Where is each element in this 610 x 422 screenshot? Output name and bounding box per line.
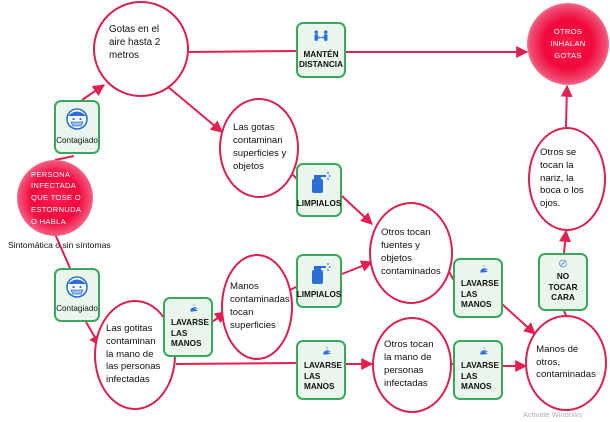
node-gotas-en-el-aire-label: Gotas en el aire hasta 2 metros [109,24,161,62]
social-distance-icon [314,30,328,41]
box-contagiado-top: Contagiado [54,100,100,154]
node-gotas-en-el-aire: Gotas en el aire hasta 2 metros [93,1,189,97]
watermark: Activate Windows [523,410,583,419]
box-contagiado-bottom: Contagiado [54,268,100,322]
box-lavarse-2: LAVARSE LAS MANOS [296,340,346,400]
edge-start-to-contagiado-bottom [54,233,71,269]
edge-manos-otros-to-no-tocar [563,310,567,316]
edge-start-to-contagiado-top [54,155,75,161]
node-otros-tocan-fuentes: Otros tocan fuentes y objetos contaminad… [369,202,453,304]
edge-no-tocar-to-otros-nariz [559,229,571,254]
node-otros-tocan-mano-label: Otros tocan la mano de personas infectad… [384,339,434,389]
edge-gotas-aire-to-manten [188,50,297,53]
edge-otros-nariz-to-end [560,84,573,128]
spray-bottle-icon [312,172,331,194]
node-manos-de-otros-label: Manos de otros, contaminadas [536,343,596,381]
box-lavarse-1: LAVARSE LAS MANOS [163,297,213,357]
hand-washing-icon [323,346,331,355]
edge-limpialos-2-to-otros-tocan-fuentes [341,260,374,275]
infected-face-icon [66,108,88,131]
box-contagiado-top-label: Contagiado [56,136,98,146]
hand-washing-icon [480,264,488,273]
box-contagiado-bottom-label: Contagiado [56,304,98,314]
box-lavarse-1-label: LAVARSE LAS MANOS [171,318,209,349]
spray-bottle-icon [312,263,331,285]
edge-gotas-aire-to-gotas-superficies [166,85,223,133]
node-gotas-contaminan-superficies-label: Las gotas contaminan superficies y objet… [233,122,287,172]
end-node-others-inhale: OTROS INHALAN GOTAS [527,3,609,85]
node-manos-de-otros: Manos de otros, contaminadas [525,315,607,411]
box-lavarse-3-label: LAVARSE LAS MANOS [461,279,499,310]
node-manos-contaminadas-label: Manos contaminadas tocan superficies [230,281,290,331]
end-node-label: OTROS INHALAN GOTAS [550,27,586,60]
box-no-tocar-cara-label: NO TOCAR CARA [548,272,578,303]
box-limpialos-2: LIMPIALOS [296,254,342,308]
edge-contagiado-top-to-gotas-aire [81,84,105,101]
node-gotas-contaminan-superficies: Las gotas contaminan superficies y objet… [219,98,299,198]
start-caption: Sintomática o sin síntomas [8,240,111,250]
node-otros-se-tocan-nariz: Otros se tocan la nariz, la boca o los o… [528,127,606,231]
hand-washing-icon [190,303,198,312]
no-touch-face-icon [559,259,567,268]
edge-gotitas-mano-to-lavarse-2 [175,362,299,365]
box-manten-distancia: MANTÉN DISTANCIA [296,22,346,78]
box-lavarse-2-label: LAVARSE LAS MANOS [304,361,342,392]
box-limpialos-1: LIMPIALOS [296,163,342,217]
box-lavarse-3: LAVARSE LAS MANOS [453,258,503,318]
edge-limpialos-1-to-otros-tocan-fuentes [341,195,373,225]
box-lavarse-4: LAVARSE LAS MANOS [453,340,503,400]
box-lavarse-4-label: LAVARSE LAS MANOS [461,361,499,392]
box-limpialos-1-label: LIMPIALOS [296,199,342,209]
box-no-tocar-cara: NO TOCAR CARA [538,253,588,311]
node-gotitas-contaminan-mano-label: Las gotitas contaminan la mano de las pe… [106,322,161,386]
start-node-infected-person: PERSONA INFECTADA QUE TOSE O ESTORNUDA O… [17,160,93,236]
box-manten-distancia-label: MANTÉN DISTANCIA [299,49,343,70]
hand-washing-icon [480,346,488,355]
box-limpialos-2-label: LIMPIALOS [296,290,342,300]
start-node-label: PERSONA INFECTADA QUE TOSE O ESTORNUDA O… [31,169,81,226]
edge-lavarse-3-to-manos-otros [501,303,536,335]
node-otros-tocan-fuentes-label: Otros tocan fuentes y objetos contaminad… [381,227,441,277]
node-otros-tocan-mano: Otros tocan la mano de personas infectad… [372,317,452,413]
node-manos-contaminadas: Manos contaminadas tocan superficies [221,254,293,360]
infected-face-icon [66,276,88,299]
node-otros-se-tocan-nariz-label: Otros se tocan la nariz, la boca o los o… [540,146,584,210]
node-gotitas-contaminan-mano: Las gotitas contaminan la mano de las pe… [94,300,176,410]
